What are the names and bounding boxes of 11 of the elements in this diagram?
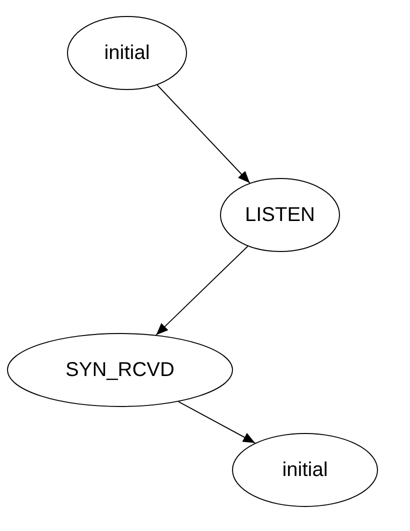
arrow [156,246,248,336]
state-ellipse [67,16,187,90]
state-ellipse [232,433,378,507]
arrow [156,84,250,184]
state-ellipse [220,178,340,252]
state-label: SYN_RCVD [66,358,174,383]
state-label: initial [282,458,328,483]
state-ellipse [7,333,233,407]
state-label: initial [104,41,150,66]
state-label: LISTEN [244,203,316,228]
arrow [178,401,256,444]
